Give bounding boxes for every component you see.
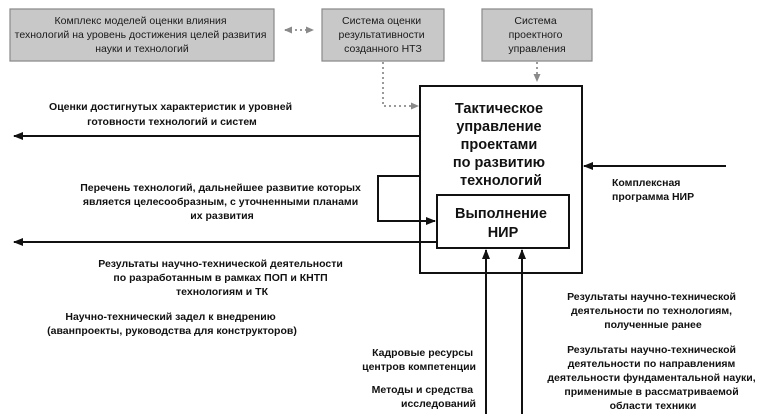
label-methods-line-1: Методы и средства <box>372 384 474 396</box>
label-staff: Кадровые ресурсы центров компетенции <box>362 347 476 373</box>
label-fundamental-line-1: Результаты научно-технической <box>567 344 736 356</box>
label-backlog-line-2: (аванпроекты, руководства для конструкто… <box>47 325 297 337</box>
label-staff-line-1: Кадровые ресурсы <box>372 347 473 359</box>
label-fundamental-line-5: области техники <box>610 400 697 412</box>
main-box-line-4: по развитию <box>453 155 545 171</box>
label-tech-list-line-2: является целесообразным, с уточненными п… <box>83 196 358 208</box>
label-staff-line-2: центров компетенции <box>362 361 476 373</box>
label-assessments: Оценки достигнутых характеристик и уровн… <box>49 101 295 128</box>
svg-text:Выполнение НИР: Выполнение НИР <box>455 206 551 241</box>
svg-text:Комплекс моделей оценки влияни: Комплекс моделей оценки влияния технолог… <box>15 15 270 55</box>
inner-box: Выполнение НИР <box>436 194 570 249</box>
main-box-line-3: проектами <box>461 137 538 153</box>
label-program-line-1: Комплексная <box>612 177 680 189</box>
box-evaluation-line-3: созданного НТЗ <box>344 43 422 55</box>
main-box-line-2: управление <box>456 119 541 135</box>
box-evaluation: Система оценки результативности созданно… <box>321 8 445 62</box>
label-prior-results-line-1: Результаты научно-технической <box>567 291 736 303</box>
label-fundamental-line-4: применимые в рассматриваемой <box>564 386 738 398</box>
svg-text:Тактическое управление: Тактическое управление проектами по разв… <box>453 101 549 189</box>
main-box-line-1: Тактическое <box>455 101 543 117</box>
svg-text:Система проектного: Система проектного управления <box>508 15 565 55</box>
label-program-line-2: программа НИР <box>612 191 694 203</box>
box-project-line-2: проектного <box>509 29 563 41</box>
box-project-line-1: Система <box>514 15 556 27</box>
box-project: Система проектного управления <box>481 8 593 62</box>
label-prior-results-line-3: полученные ранее <box>604 319 702 331</box>
inner-box-line-2: НИР <box>488 225 519 241</box>
box-evaluation-line-1: Система оценки <box>342 15 421 27</box>
label-tech-list: Перечень технологий, дальнейшее развитие… <box>80 182 364 222</box>
box-models: Комплекс моделей оценки влияния технолог… <box>9 8 275 62</box>
inner-box-line-1: Выполнение <box>455 206 547 222</box>
label-methods: Методы и средства исследований <box>372 384 476 410</box>
label-methods-line-2: исследований <box>401 398 476 410</box>
box-models-line-3: науки и технологий <box>95 43 189 55</box>
box-models-line-1: Комплекс моделей оценки влияния <box>55 15 227 27</box>
label-backlog-line-1: Научно-технический задел к внедрению <box>65 311 275 323</box>
label-tech-list-line-3: их развития <box>190 210 253 222</box>
label-prior-results: Результаты научно-технической деятельнос… <box>567 291 739 331</box>
label-results-line-3: технологиям и ТК <box>176 286 269 298</box>
label-program: Комплексная программа НИР <box>612 177 694 203</box>
label-results-line-2: по разработанным в рамках ПОП и КНТП <box>113 272 327 284</box>
label-backlog: Научно-технический задел к внедрению (ав… <box>47 311 297 337</box>
box-project-line-3: управления <box>508 43 565 55</box>
label-prior-results-line-2: деятельности по технологиям, <box>571 305 732 317</box>
label-tech-list-line-1: Перечень технологий, дальнейшее развитие… <box>80 182 361 194</box>
label-assessments-line-2: готовности технологий и систем <box>87 116 257 128</box>
box-evaluation-line-2: результативности <box>339 29 425 41</box>
dotted-link-evaluation-main <box>382 62 419 110</box>
label-fundamental-line-3: деятельности фундаментальной науки, <box>547 372 755 384</box>
label-fundamental-line-2: деятельности по направлениям <box>568 358 736 370</box>
label-fundamental: Результаты научно-технической деятельнос… <box>547 344 758 412</box>
label-assessments-line-1: Оценки достигнутых характеристик и уровн… <box>49 101 292 113</box>
box-models-line-2: технологий на уровень достижения целей р… <box>15 29 267 41</box>
feedback-loop <box>377 175 436 225</box>
label-results: Результаты научно-технической деятельнос… <box>98 258 346 298</box>
main-box-line-5: технологий <box>460 173 542 189</box>
label-results-line-1: Результаты научно-технической деятельнос… <box>98 258 343 270</box>
svg-text:Система оценки результат: Система оценки результативности созданно… <box>339 15 428 55</box>
